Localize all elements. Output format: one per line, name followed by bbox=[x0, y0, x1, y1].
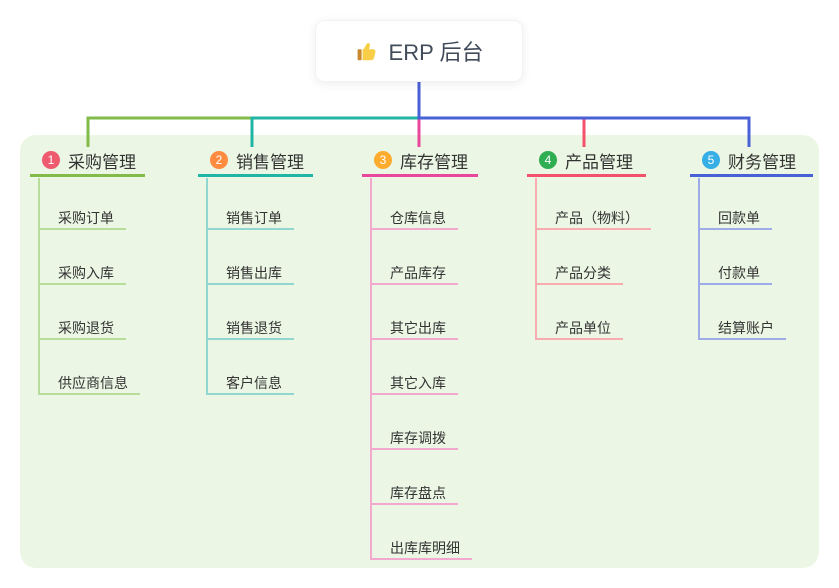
branch-number-badge: 4 bbox=[539, 151, 557, 169]
branch-item[interactable]: 产品（物料） bbox=[535, 209, 651, 230]
branch-item[interactable]: 产品库存 bbox=[370, 264, 458, 285]
thumbs-up-icon bbox=[357, 43, 375, 61]
branch-header-finance[interactable]: 5 财务管理 bbox=[690, 146, 813, 177]
branch-label: 财务管理 bbox=[728, 152, 796, 172]
branch-item[interactable]: 其它入库 bbox=[370, 374, 458, 395]
branch-item[interactable]: 其它出库 bbox=[370, 319, 458, 340]
branch-item[interactable]: 库存调拨 bbox=[370, 429, 458, 450]
branch-header-purchase[interactable]: 1 采购管理 bbox=[30, 146, 145, 177]
branch-child-connector bbox=[370, 178, 372, 560]
branch-label: 采购管理 bbox=[68, 152, 136, 172]
branch-item[interactable]: 产品分类 bbox=[535, 264, 623, 285]
branch-item[interactable]: 采购退货 bbox=[38, 319, 126, 340]
mindmap-panel bbox=[20, 135, 819, 568]
branch-label: 产品管理 bbox=[565, 152, 633, 172]
branch-child-connector bbox=[698, 178, 700, 340]
branch-number-badge: 3 bbox=[374, 151, 392, 169]
branch-child-connector bbox=[535, 178, 537, 340]
branch-item[interactable]: 仓库信息 bbox=[370, 209, 458, 230]
branch-label: 销售管理 bbox=[236, 152, 304, 172]
branch-item[interactable]: 库存盘点 bbox=[370, 484, 458, 505]
branch-item[interactable]: 付款单 bbox=[698, 264, 772, 285]
branch-header-product[interactable]: 4 产品管理 bbox=[527, 146, 646, 177]
branch-item[interactable]: 出库库明细 bbox=[370, 539, 472, 560]
root-label: ERP 后台 bbox=[388, 40, 484, 65]
branch-item[interactable]: 销售出库 bbox=[206, 264, 294, 285]
branch-item[interactable]: 结算账户 bbox=[698, 319, 786, 340]
branch-number-badge: 1 bbox=[42, 151, 60, 169]
branch-item[interactable]: 销售订单 bbox=[206, 209, 294, 230]
branch-item[interactable]: 客户信息 bbox=[206, 374, 294, 395]
branch-label: 库存管理 bbox=[400, 152, 468, 172]
branch-item[interactable]: 采购入库 bbox=[38, 264, 126, 285]
branch-header-inventory[interactable]: 3 库存管理 bbox=[362, 146, 478, 177]
branch-item[interactable]: 产品单位 bbox=[535, 319, 623, 340]
root-node[interactable]: ERP 后台 bbox=[315, 20, 523, 82]
branch-item[interactable]: 供应商信息 bbox=[38, 374, 140, 395]
branch-item[interactable]: 回款单 bbox=[698, 209, 772, 230]
branch-number-badge: 2 bbox=[210, 151, 228, 169]
branch-item[interactable]: 销售退货 bbox=[206, 319, 294, 340]
branch-item[interactable]: 采购订单 bbox=[38, 209, 126, 230]
branch-child-connector bbox=[206, 178, 208, 395]
branch-header-sales[interactable]: 2 销售管理 bbox=[198, 146, 313, 177]
branch-number-badge: 5 bbox=[702, 151, 720, 169]
branch-child-connector bbox=[38, 178, 40, 395]
